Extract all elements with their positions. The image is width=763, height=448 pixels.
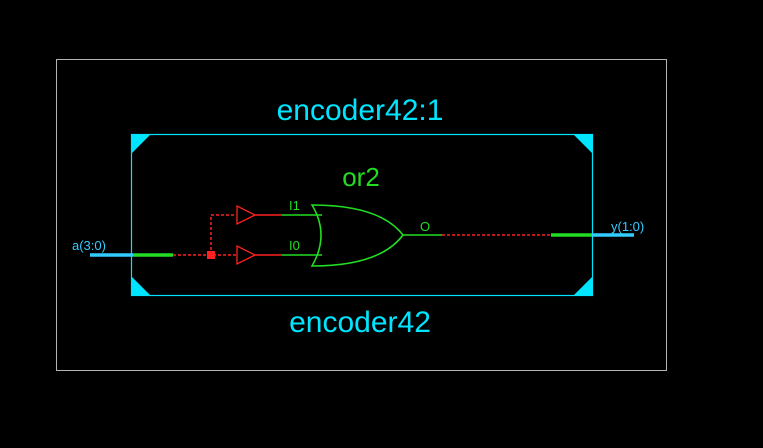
gate-input-i1-label: I1 bbox=[289, 198, 300, 213]
gate-input-i0-label: I0 bbox=[289, 238, 300, 253]
instance-label[interactable]: encoder42:1 bbox=[277, 94, 444, 127]
outer-frame bbox=[56, 59, 667, 371]
or-gate-symbol[interactable] bbox=[310, 204, 405, 267]
gate-output-label: O bbox=[420, 219, 430, 234]
module-corner-bottom-left bbox=[131, 276, 151, 296]
gate-label: or2 bbox=[342, 162, 380, 192]
module-box[interactable] bbox=[130, 133, 594, 297]
input-port-label: a(3:0) bbox=[72, 238, 106, 253]
output-port-label: y(1:0) bbox=[611, 219, 644, 234]
module-corner-bottom-right bbox=[573, 276, 593, 296]
net-junction bbox=[207, 251, 215, 259]
buffer-triangle-top[interactable] bbox=[236, 204, 257, 226]
module-corner-top-right bbox=[573, 134, 593, 154]
module-label: encoder42 bbox=[289, 306, 431, 339]
module-corner-top-left bbox=[131, 134, 151, 154]
input-net[interactable] bbox=[173, 214, 236, 256]
buffer-triangle-bottom[interactable] bbox=[236, 244, 257, 266]
